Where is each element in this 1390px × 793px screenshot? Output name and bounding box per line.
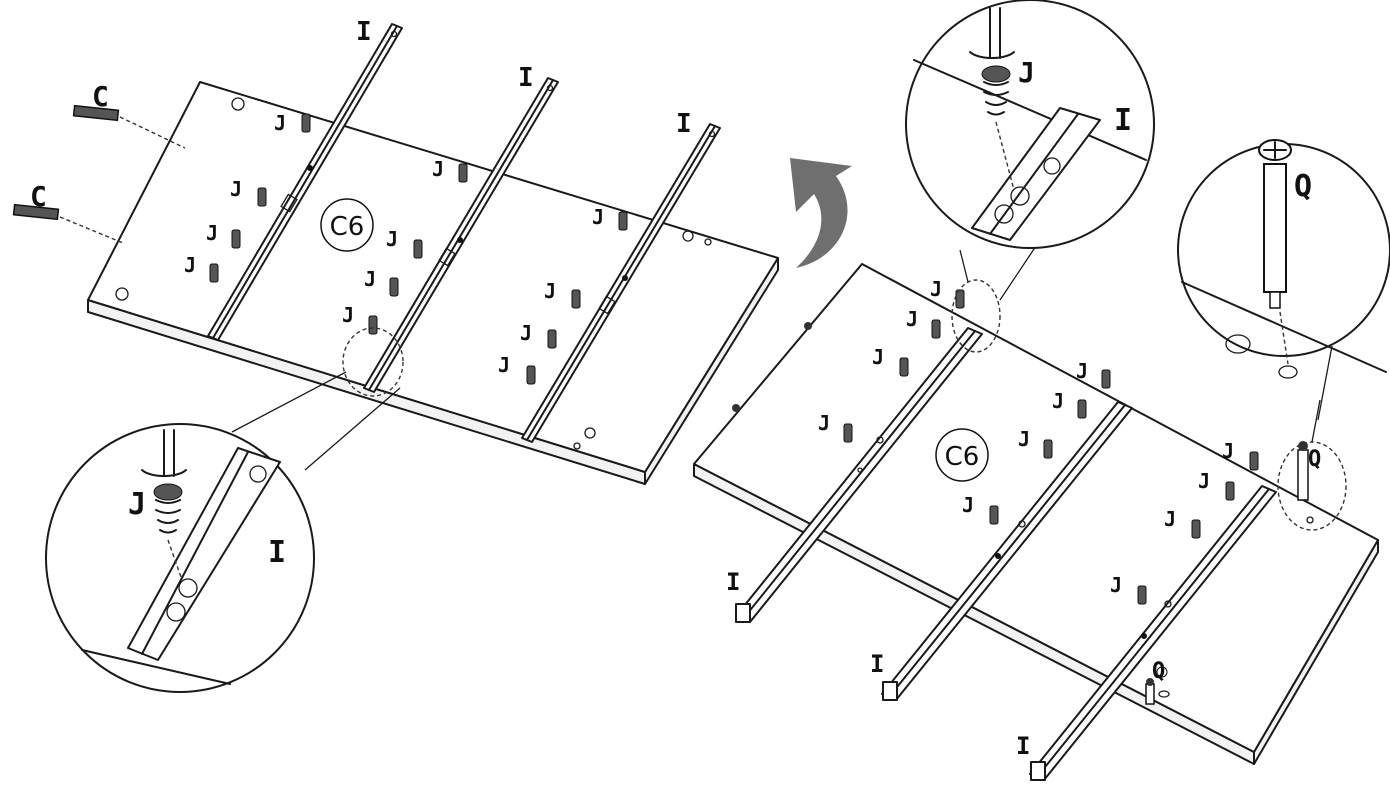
rail-right-2 (881, 401, 1133, 701)
label-i: I (518, 63, 534, 93)
label-i: I (676, 109, 692, 139)
label-j: J (364, 267, 376, 291)
pin-q-lower (1145, 678, 1170, 705)
label-j: J (872, 345, 884, 369)
label-j: J (386, 227, 398, 251)
label-q: Q (1308, 447, 1321, 472)
rotate-arrow (790, 158, 852, 268)
label-j: J (230, 177, 242, 201)
zoom-circle-top-right (905, 0, 1155, 249)
label-i: I (870, 650, 884, 678)
label-j: J (1076, 359, 1088, 383)
label-j: J (184, 253, 196, 277)
dowel-c-top (72, 104, 186, 149)
label-j: J (1052, 389, 1064, 413)
rail-left-2 (363, 77, 559, 393)
panel-label-left: C6 (320, 198, 374, 252)
zoom-circle-left (45, 423, 315, 693)
label-j: J (592, 205, 604, 229)
label-j: J (274, 111, 286, 135)
label-j: J (432, 157, 444, 181)
label-j: J (544, 279, 556, 303)
label-j: J (128, 487, 146, 522)
label-j: J (342, 303, 354, 327)
dowel-c-bottom (12, 203, 124, 244)
label-j: J (818, 411, 830, 435)
label-i: I (1114, 103, 1132, 138)
panel-label-right: C6 (935, 428, 989, 482)
pin-q-upper (1297, 441, 1314, 524)
rail-right-3 (1029, 485, 1277, 781)
screws-left (209, 113, 628, 385)
svg-text:C6: C6 (945, 442, 980, 472)
label-j: J (520, 321, 532, 345)
rail-left-1 (207, 23, 403, 341)
rail-right-1 (735, 327, 983, 623)
label-i: I (356, 17, 372, 47)
label-j: J (1164, 507, 1176, 531)
rail-left-3 (521, 123, 721, 443)
detail-highlight-right-rail (951, 279, 1001, 353)
label-q: Q (1294, 169, 1312, 204)
label-i: I (726, 568, 740, 596)
label-j: J (1018, 56, 1035, 89)
label-c: C (92, 80, 109, 113)
label-j: J (1018, 427, 1030, 451)
label-j: J (1110, 573, 1122, 597)
labels: I I I C C J J J J J J J J J J J J C6 J I… (30, 17, 1321, 760)
label-j: J (1222, 439, 1234, 463)
label-j: J (930, 277, 942, 301)
detail-highlight-left (342, 327, 404, 397)
label-i: I (268, 535, 286, 570)
label-j: J (906, 307, 918, 331)
svg-text:C6: C6 (330, 212, 365, 242)
label-j: J (206, 221, 218, 245)
zoom-circle-right (1177, 139, 1390, 379)
label-j: J (962, 493, 974, 517)
label-q: Q (1152, 659, 1165, 684)
label-i: I (1016, 732, 1030, 760)
label-j: J (1198, 469, 1210, 493)
label-c: C (30, 180, 47, 213)
label-j: J (498, 353, 510, 377)
